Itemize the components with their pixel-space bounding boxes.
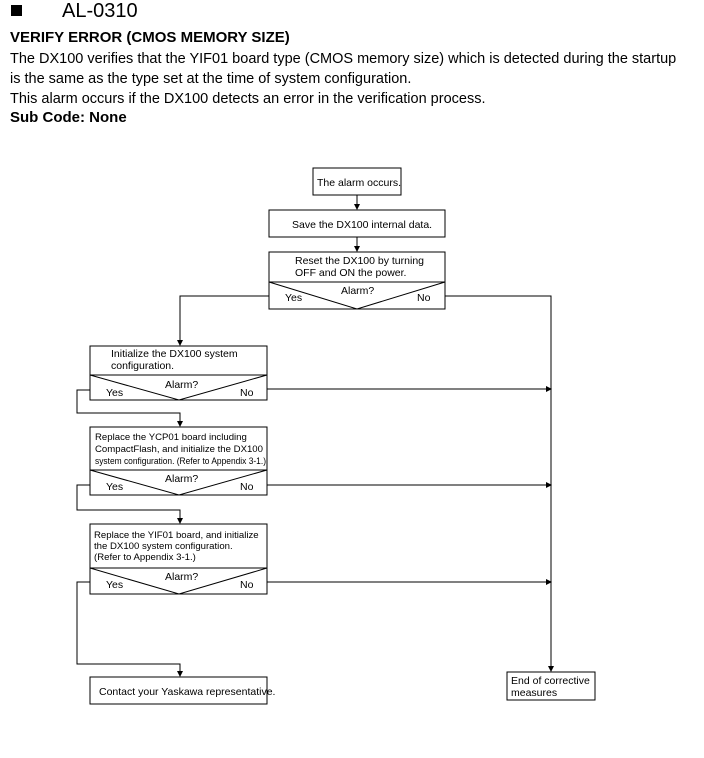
yes-label: Yes: [106, 579, 123, 591]
replace-yif01-box: Replace the YIF01 board, and initialize …: [89, 523, 268, 595]
svg-text:configuration.: configuration.: [111, 360, 174, 372]
save-data-box: Save the DX100 internal data.: [268, 209, 446, 238]
decision-label: Alarm?: [165, 473, 198, 485]
initialize-config-box: Initialize the DX100 system configuratio…: [89, 345, 268, 401]
svg-text:measures: measures: [511, 687, 557, 699]
sub-code: Sub Code: None: [10, 109, 127, 126]
reset-power-box: Reset the DX100 by turning OFF and ON th…: [268, 251, 446, 310]
yes-label: Yes: [285, 292, 302, 304]
alarm-code: AL-0310: [62, 0, 138, 22]
start-box: The alarm occurs.: [312, 167, 402, 196]
no-label: No: [240, 481, 254, 493]
svg-text:(Refer to Appendix 3-1.): (Refer to Appendix 3-1.): [94, 552, 196, 563]
no-label: No: [240, 387, 254, 399]
svg-text:The alarm occurs.: The alarm occurs.: [317, 177, 401, 189]
alarm-title: VERIFY ERROR (CMOS MEMORY SIZE): [10, 29, 290, 46]
svg-text:Initialize the DX100 system: Initialize the DX100 system: [111, 348, 238, 360]
svg-text:Replace the YCP01 board includ: Replace the YCP01 board including: [95, 432, 247, 443]
yes-label: Yes: [106, 387, 123, 399]
decision-label: Alarm?: [341, 285, 374, 297]
svg-text:Save the DX100 internal data.: Save the DX100 internal data.: [292, 219, 432, 231]
end-of-measures-box: End of corrective measures: [506, 671, 596, 701]
svg-text:End of corrective: End of corrective: [511, 675, 590, 687]
replace-ycp01-box: Replace the YCP01 board including Compac…: [89, 426, 268, 496]
decision-label: Alarm?: [165, 379, 198, 391]
no-label: No: [417, 292, 431, 304]
description-paragraph-1: The DX100 verifies that the YIF01 board …: [10, 51, 677, 87]
contact-representative-box: Contact your Yaskawa representative.: [89, 676, 275, 705]
yes-label: Yes: [106, 481, 123, 493]
svg-text:the DX100 system configuration: the DX100 system configuration.: [94, 541, 233, 552]
decision-label: Alarm?: [165, 571, 198, 583]
svg-text:Replace the YIF01 board, and i: Replace the YIF01 board, and initialize: [94, 530, 259, 541]
svg-text:CompactFlash, and initialize t: CompactFlash, and initialize the DX100: [95, 444, 263, 455]
bullet-square-icon: [11, 5, 22, 16]
description-paragraph-2: This alarm occurs if the DX100 detects a…: [10, 91, 486, 107]
svg-text:system configuration. (Refer t: system configuration. (Refer to Appendix…: [95, 456, 266, 466]
no-label: No: [240, 579, 254, 591]
svg-text:Contact your Yaskawa represent: Contact your Yaskawa representative.: [99, 686, 275, 698]
svg-text:Reset the DX100 by turning: Reset the DX100 by turning: [295, 255, 424, 267]
svg-text:OFF and ON the power.: OFF and ON the power.: [295, 267, 406, 279]
